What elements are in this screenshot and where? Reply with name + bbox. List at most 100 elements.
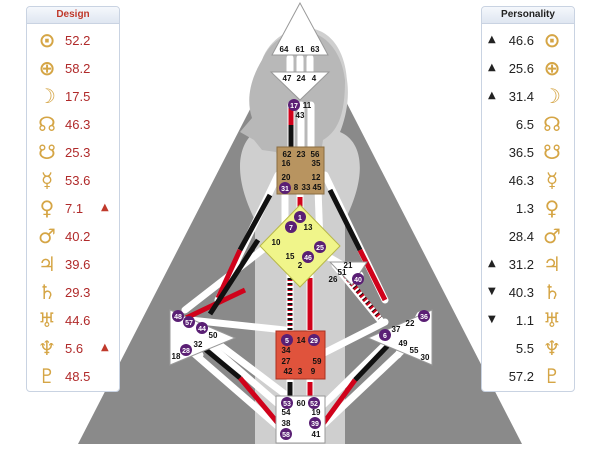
pluto-icon: ♇ <box>38 364 56 388</box>
mercury-icon: ☿ <box>545 168 559 192</box>
gate-32: 32 <box>194 340 203 349</box>
gate-20: 20 <box>282 173 291 182</box>
neptune-icon: ♆ <box>543 336 561 360</box>
exalted-arrow-icon: ▲ <box>101 342 109 353</box>
personality-value: 1.3 <box>515 201 534 216</box>
neptune-icon: ♆ <box>38 336 56 360</box>
gate-11: 11 <box>303 101 312 110</box>
north-node-icon: ☊ <box>543 112 561 136</box>
design-value: 39.6 <box>65 257 91 272</box>
gate-46: 46 <box>304 255 312 262</box>
gate-17: 17 <box>290 103 298 110</box>
personality-value: 6.5 <box>515 117 534 132</box>
gate-43: 43 <box>296 111 305 120</box>
personality-row: ♀ 1.3 <box>482 195 574 223</box>
personality-row: ☽ 31.4 ▲ <box>482 83 574 111</box>
gate-44-marker <box>196 322 208 334</box>
design-value: 48.5 <box>65 369 91 384</box>
gate-50: 50 <box>209 331 218 340</box>
gate-44: 44 <box>198 326 206 333</box>
design-row: ♇ 48.5 <box>27 363 119 391</box>
personality-value: 1.1 <box>515 313 534 328</box>
gate-21: 21 <box>344 261 353 270</box>
design-value: 17.5 <box>65 89 91 104</box>
sun-icon: ⊙ <box>38 28 56 52</box>
gate-52: 52 <box>310 401 318 408</box>
personality-value: 36.5 <box>508 145 534 160</box>
gate-37: 37 <box>392 325 401 334</box>
moon-icon: ☽ <box>543 84 561 108</box>
solar-plexus-center[interactable] <box>366 309 433 366</box>
gate-56: 56 <box>311 150 320 159</box>
gate-55: 55 <box>410 346 419 355</box>
design-row: ♆ 5.6 ▲ <box>27 335 119 363</box>
design-value: 5.6 <box>65 341 84 356</box>
gate-1-marker <box>294 211 306 223</box>
venus-icon: ♀ <box>39 196 55 220</box>
personality-value: 5.5 <box>515 341 534 356</box>
exalted-arrow-icon: ▲ <box>488 90 496 101</box>
personality-value: 57.2 <box>508 369 534 384</box>
exalted-arrow-icon: ▲ <box>488 258 496 269</box>
design-row: ♄ 29.3 <box>27 279 119 307</box>
south-node-icon: ☋ <box>543 140 561 164</box>
personality-row: ☿46.3 <box>482 167 574 195</box>
gate-47: 47 <box>283 74 292 83</box>
gate-51: 51 <box>338 268 347 277</box>
gate-26: 26 <box>329 275 338 284</box>
gate-45: 45 <box>313 183 322 192</box>
gate-49: 49 <box>399 339 408 348</box>
gate-31-marker <box>279 182 291 194</box>
personality-value: 46.6 <box>508 33 534 48</box>
moon-icon: ☽ <box>38 84 56 108</box>
gate-5-marker <box>281 334 293 346</box>
gate-25-marker <box>314 241 326 253</box>
personality-value: 31.4 <box>508 89 534 104</box>
gate-13: 13 <box>304 223 313 232</box>
detriment-arrow-icon: ▼ <box>488 314 496 325</box>
gate-41: 41 <box>312 430 321 439</box>
gate-36: 36 <box>420 314 428 321</box>
gate-28-marker <box>180 344 192 356</box>
sun-icon: ⊙ <box>543 28 561 52</box>
venus-icon: ♀ <box>544 196 560 220</box>
gate-52-marker <box>308 397 320 409</box>
exalted-arrow-icon: ▲ <box>488 34 496 45</box>
gate-23: 23 <box>297 150 306 159</box>
uranus-icon: ♅ <box>38 308 56 332</box>
head-center[interactable] <box>271 1 329 56</box>
gate-17-marker <box>288 99 300 111</box>
gate-39-marker <box>309 417 321 429</box>
gate-25: 25 <box>316 245 324 252</box>
gate-33: 33 <box>302 183 311 192</box>
design-value: 29.3 <box>65 285 91 300</box>
gate-53-marker <box>281 397 293 409</box>
gate-57: 57 <box>185 320 193 327</box>
personality-row: ⊕25.6▲ <box>482 55 574 83</box>
saturn-icon: ♄ <box>38 280 56 304</box>
personality-panel: Personality ⊙46.6▲⊕25.6▲☽31.4▲☊6.5☋36.5☿… <box>481 6 575 392</box>
earth-icon: ⊕ <box>38 56 56 80</box>
ajna-center[interactable] <box>269 71 331 101</box>
personality-value: 25.6 <box>508 61 534 76</box>
gate-8: 8 <box>294 183 299 192</box>
north-node-icon: ☊ <box>38 112 56 136</box>
gate-59: 59 <box>313 357 322 366</box>
g-center[interactable] <box>259 204 341 288</box>
design-value: 53.6 <box>65 173 91 188</box>
design-row: ☿53.6 <box>27 167 119 195</box>
mars-icon: ♂ <box>38 224 56 248</box>
gate-54: 54 <box>282 408 291 417</box>
gate-15: 15 <box>286 252 295 261</box>
gate-63: 63 <box>311 45 320 54</box>
gate-19: 19 <box>312 408 321 417</box>
gate-46-marker <box>302 251 314 263</box>
gate-16: 16 <box>282 159 291 168</box>
gate-61: 61 <box>296 45 305 54</box>
gate-5: 5 <box>285 338 289 345</box>
personality-row: ☋ 36.5 <box>482 139 574 167</box>
design-row: ☋25.3 <box>27 139 119 167</box>
gate-24: 24 <box>297 74 306 83</box>
gate-22: 22 <box>406 319 415 328</box>
